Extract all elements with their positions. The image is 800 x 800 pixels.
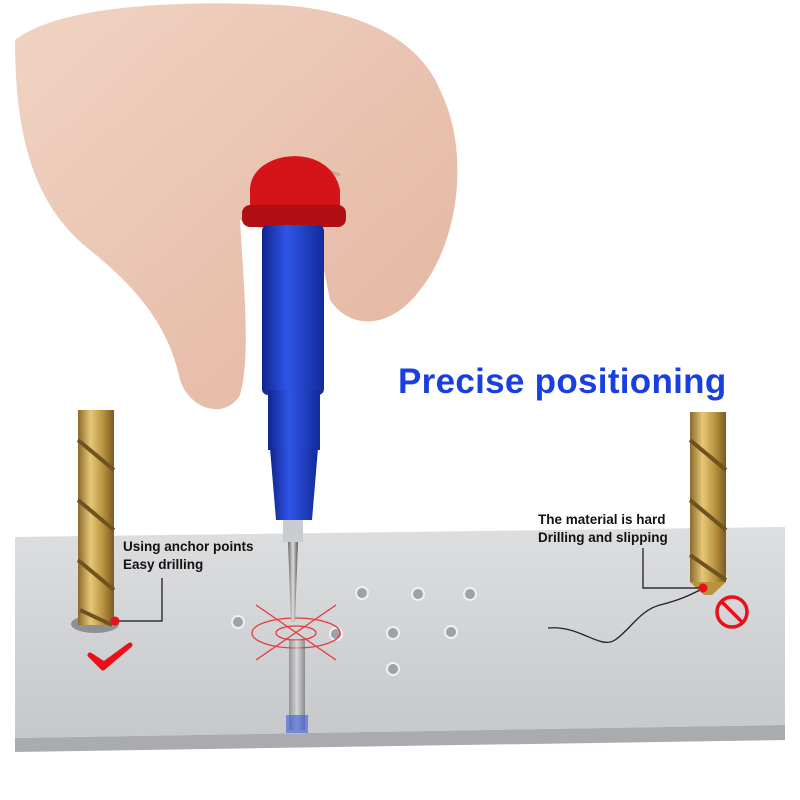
good-note: Using anchor points Easy drilling	[123, 538, 254, 574]
check-mark-icon	[87, 642, 133, 671]
marker-dot	[110, 616, 120, 626]
punch-reflection	[289, 640, 305, 730]
left-drill-bit	[71, 410, 119, 633]
target-crosshair	[251, 604, 341, 661]
bad-note: The material is hard Drilling and slippi…	[538, 511, 668, 547]
bad-note-line1: The material is hard	[538, 512, 666, 527]
hand	[15, 3, 458, 410]
good-note-line2: Easy drilling	[123, 557, 204, 572]
headline: Precise positioning	[398, 362, 727, 401]
prohibited-icon	[715, 595, 749, 629]
good-note-line1: Using anchor points	[123, 539, 254, 554]
callout-lines	[115, 548, 700, 622]
right-drill-bit	[688, 412, 728, 595]
marker-dot	[698, 583, 708, 593]
center-punch	[242, 156, 346, 622]
metal-plate	[15, 527, 785, 752]
slip-scratch	[547, 589, 701, 643]
anchor-dimples	[231, 586, 477, 676]
bad-note-line2: Drilling and slipping	[538, 530, 668, 545]
